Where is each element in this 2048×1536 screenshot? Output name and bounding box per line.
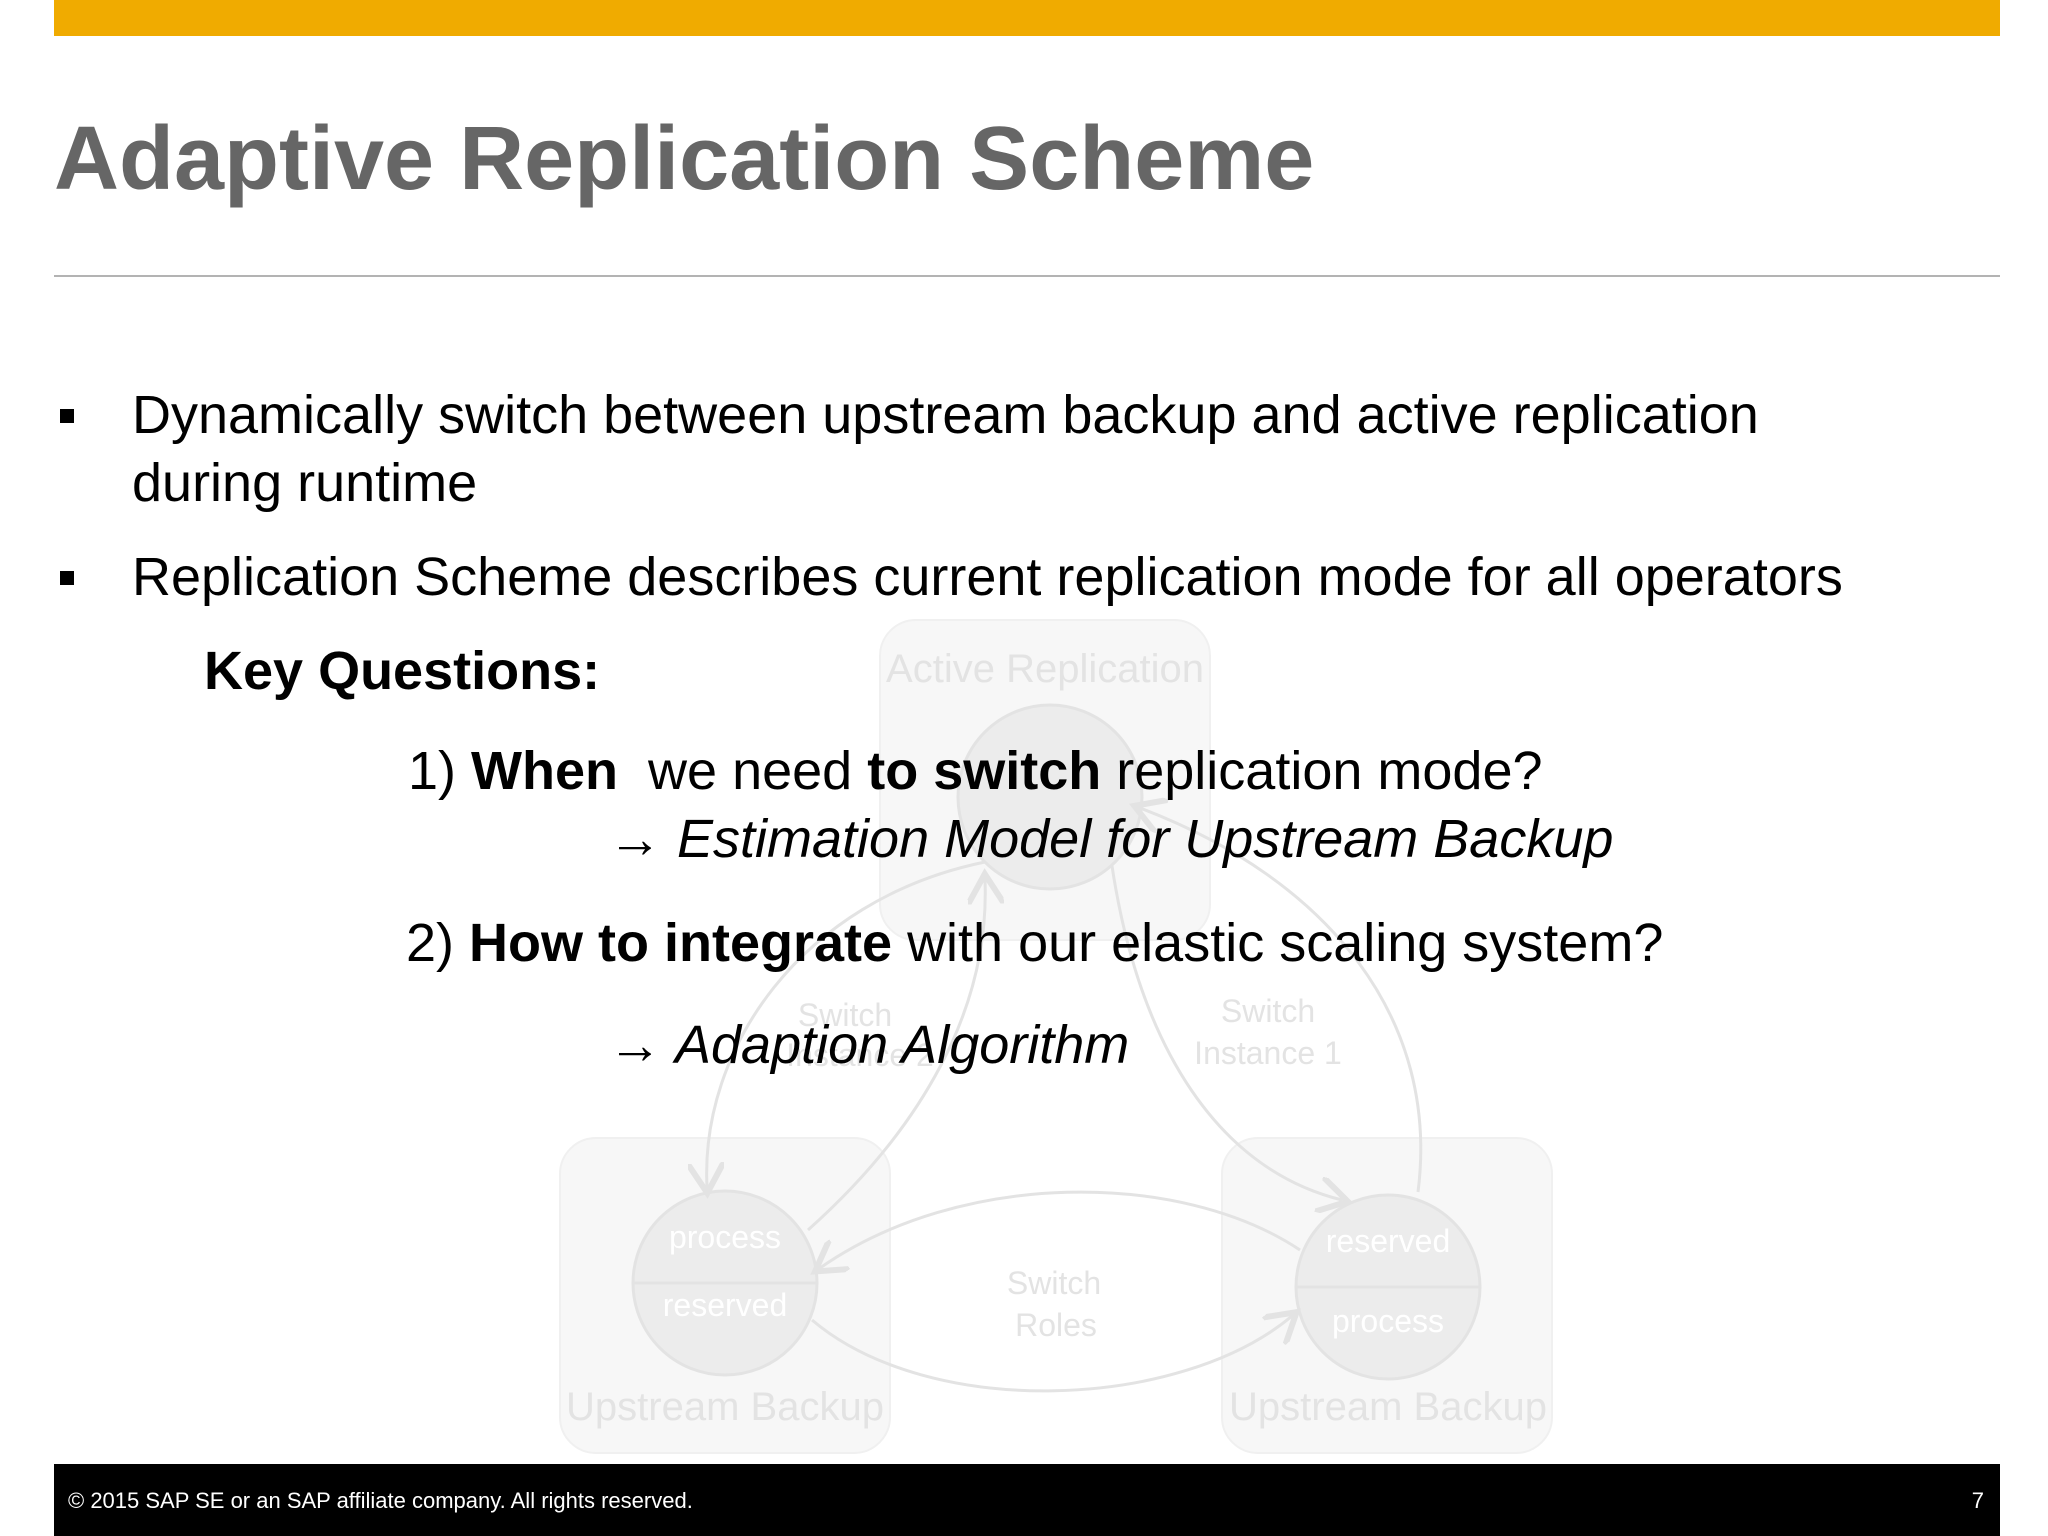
question-1: 1) When we need to switch replication mo… [408,740,1543,802]
switch-roles-line1: Switch [1007,1265,1101,1301]
right-circle-bottom-label: process [1332,1303,1444,1339]
active-replication-label: Active Replication [886,647,1204,691]
question-2: 2) How to integrate with our elastic sca… [406,912,1663,974]
left-circle [631,1189,819,1377]
question-1-bold-1: When [471,741,619,801]
bullet-marker [60,381,74,423]
answer-2-arrow: → [608,1015,662,1075]
top-accent-bar [54,0,2000,36]
right-circle-top-label: reserved [1326,1223,1451,1259]
question-2-rest: with our elastic scaling system? [907,913,1664,973]
right-circle [1294,1193,1482,1381]
switch-instance-1-line1: Switch [1221,993,1315,1029]
answer-2-text: Adaption Algorithm [675,1015,1130,1075]
copyright-text: © 2015 SAP SE or an SAP affiliate compan… [68,1488,693,1513]
switch-instance-1-line2: Instance 1 [1194,1035,1342,1071]
question-1-rest: replication mode? [1116,741,1543,801]
right-upstream-box [1221,1137,1553,1454]
key-questions-label: Key Questions: [204,641,601,701]
bullet-1-line-1: Dynamically switch between upstream back… [132,385,1759,445]
left-circle-bottom-label: reserved [663,1287,788,1323]
bullet-2-text: Replication Scheme describes current rep… [132,547,1843,607]
question-2-bold: How to integrate [469,913,893,973]
answer-1: → Estimation Model for Upstream Backup [608,808,1613,870]
left-upstream-box [559,1137,891,1454]
answer-1-text: Estimation Model for Upstream Backup [677,809,1614,869]
answer-1-arrow: → [608,809,662,869]
left-box-label: Upstream Backup [566,1385,884,1429]
bullet-1-line-2: during runtime [132,453,478,513]
arrow-right-to-left [820,1190,1301,1268]
bullet-marker [60,543,74,585]
title-divider [54,275,2000,277]
question-1-mid: we need [648,741,853,801]
arrow-left-to-right [811,1316,1292,1393]
page-number: 7 [1971,1488,1984,1513]
answer-2: → Adaption Algorithm [608,1014,1129,1076]
right-box-label: Upstream Backup [1229,1385,1547,1429]
slide-title: Adaptive Replication Scheme [54,109,1315,209]
footer-bar: © 2015 SAP SE or an SAP affiliate compan… [54,1464,2000,1536]
left-circle-top-label: process [669,1219,781,1255]
question-1-bold-2: to switch [867,741,1102,801]
switch-roles-line2: Roles [1015,1307,1097,1343]
question-1-number: 1) [408,741,457,801]
question-2-number: 2) [406,913,455,973]
